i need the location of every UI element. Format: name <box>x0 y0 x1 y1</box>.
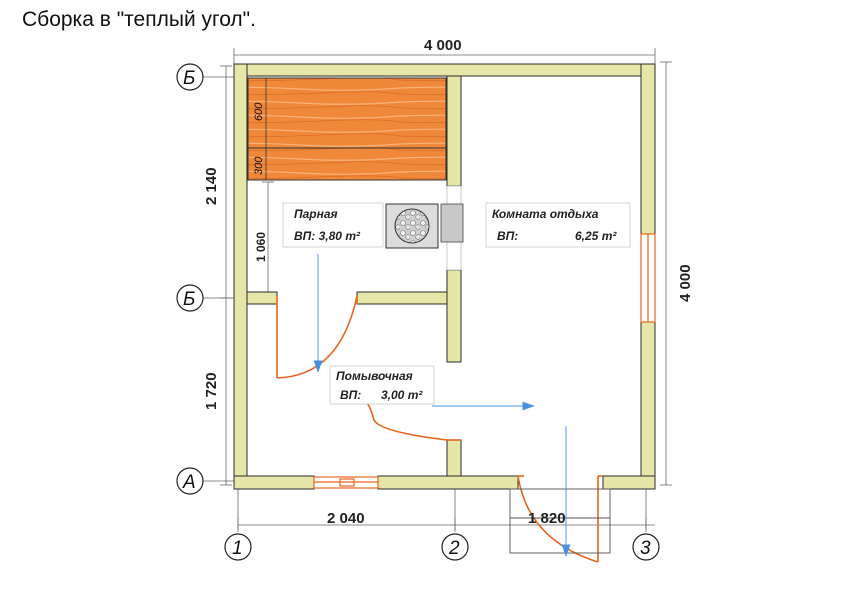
axis-label-1: 1 <box>232 538 243 559</box>
windows <box>313 233 656 489</box>
room-name: Парная <box>294 207 338 221</box>
dimension-right: 4 000 <box>677 264 694 302</box>
axis-label-b-middle: Б <box>183 289 195 310</box>
room-area-label: ВП: <box>497 229 518 243</box>
dimension-top: 4 000 <box>424 37 462 54</box>
dimension-inner-vertical: 1 060 <box>254 232 268 262</box>
room-label-pomyvochnaya: Помывочная ВП: 3,00 m² <box>329 365 435 405</box>
porch-step <box>509 488 611 554</box>
dimension-left-upper: 2 140 <box>203 167 220 205</box>
shelf-dimension-lower: 300 <box>253 156 265 175</box>
stove-passage <box>440 185 464 271</box>
dimension-left-lower: 1 720 <box>203 372 220 410</box>
axis-markers <box>176 63 660 561</box>
flow-arrows <box>313 254 571 557</box>
room-name: Комната отдыха <box>492 207 599 221</box>
axis-label-3: 3 <box>640 538 651 559</box>
axis-label-2: 2 <box>448 538 460 559</box>
dimension-bottom-right: 1 820 <box>528 510 566 527</box>
stove <box>385 203 439 249</box>
room-area-value: 6,25 m² <box>575 229 617 243</box>
page-title: Сборка в "теплый угол". <box>22 8 256 31</box>
dimension-lines <box>200 48 672 532</box>
axis-label-b-top: Б <box>183 68 195 89</box>
room-label-komnata: Комната отдыха ВП: 6,25 m² <box>485 202 631 248</box>
room-name: Помывочная <box>336 369 413 383</box>
room-area-value: 3,00 m² <box>381 388 423 402</box>
sauna-shelves <box>247 77 447 181</box>
room-area-label: ВП: <box>340 388 361 402</box>
dimension-bottom-left: 2 040 <box>327 510 365 527</box>
shelf-dimension-upper: 600 <box>253 102 265 121</box>
room-label-parnaya: Парная ВП: 3,80 m² <box>282 202 384 248</box>
room-area: ВП: 3,80 m² <box>294 229 361 243</box>
doors <box>276 295 603 563</box>
axis-label-a: А <box>182 472 196 493</box>
